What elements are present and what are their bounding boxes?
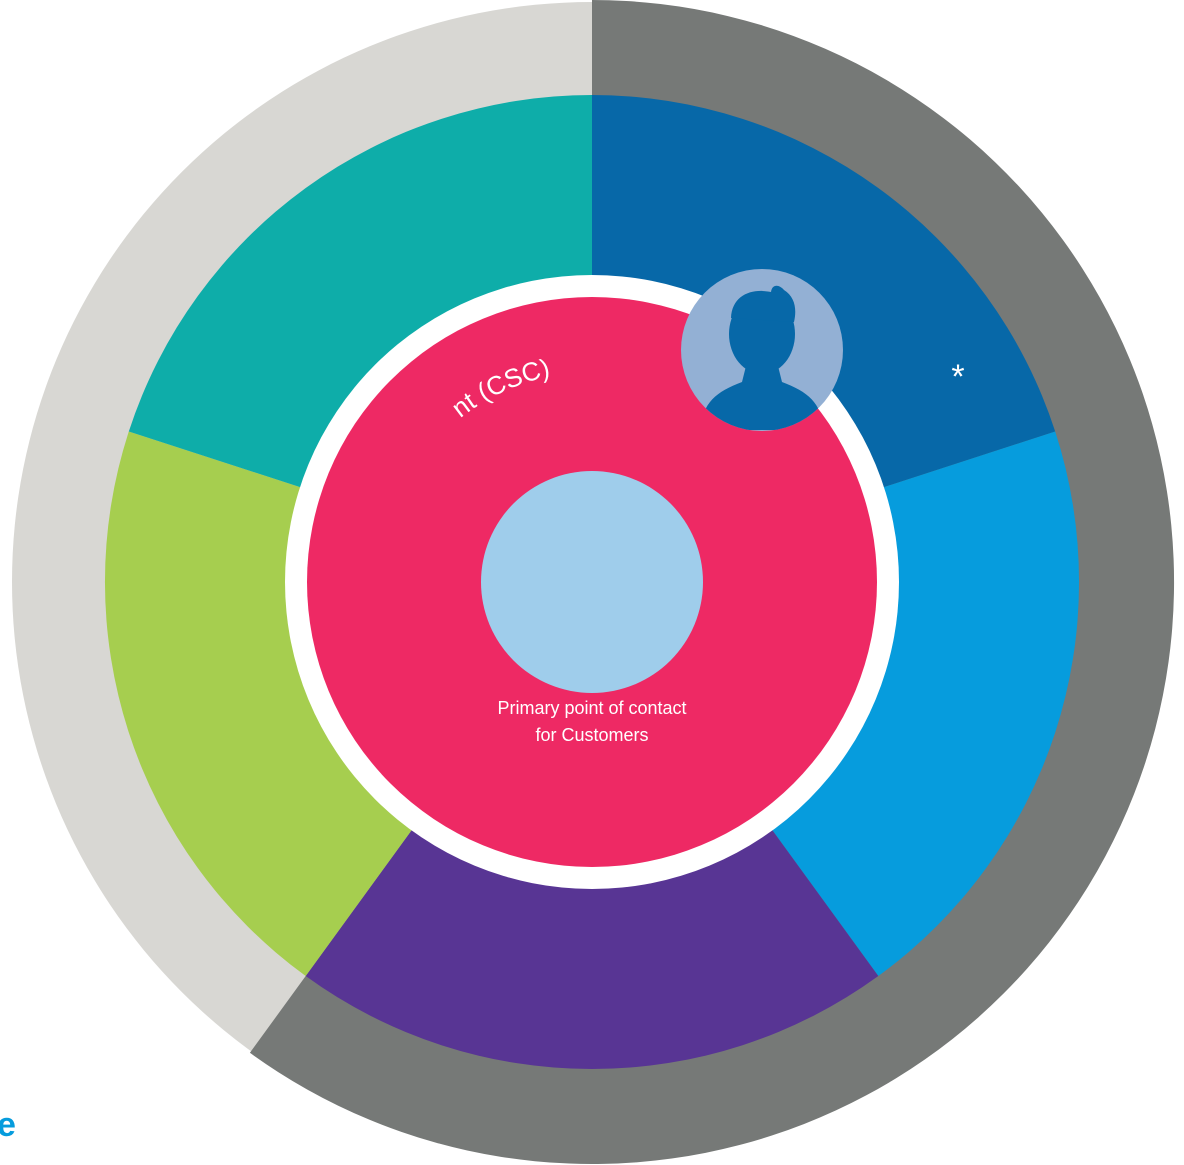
asterisk-mark: * xyxy=(951,358,964,396)
inner-circle xyxy=(481,471,703,693)
center-caption-line2: for Customers xyxy=(535,725,648,745)
person-silhouette-icon xyxy=(681,269,843,431)
edge-letter: e xyxy=(0,1106,16,1144)
center-caption-line1: Primary point of contact xyxy=(497,698,686,718)
